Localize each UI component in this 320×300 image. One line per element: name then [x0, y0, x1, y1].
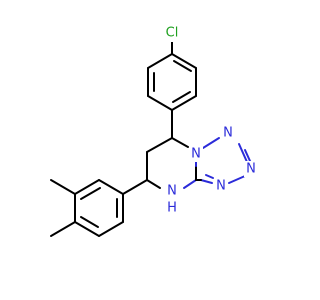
double-bond-inner: [172, 91, 191, 103]
label-bg: [161, 184, 183, 216]
double-bond-inner: [80, 187, 101, 200]
label-bg: [244, 161, 258, 177]
bond: [147, 53, 173, 69]
chlorine-atom-label: Cl: [166, 26, 179, 41]
bond-c5-nh: [146, 179, 161, 189]
double-bond-inner: [205, 174, 214, 179]
tetrazole-ring: [195, 137, 251, 184]
bond-nh-c: [183, 179, 197, 189]
hydrogen-atom-label: H: [167, 201, 177, 216]
bond: [171, 53, 197, 69]
bond-n-n: [238, 143, 248, 163]
atom-labels: Cl N N N N N H: [160, 26, 258, 216]
label-bg: [189, 146, 203, 162]
methyl-bond: [50, 221, 76, 237]
bond-n-c: [200, 179, 213, 184]
double-bond-inner: [80, 216, 99, 228]
chlorophenyl-ring: [147, 39, 197, 111]
chemical-structure-diagram: Cl N N N N N H: [50, 25, 258, 237]
double-bond-inner: [173, 60, 192, 72]
label-bg: [221, 125, 235, 141]
bond-c7-c6: [146, 137, 173, 153]
bond-n-n: [202, 137, 220, 149]
tetrahydropyrimidine-ring: [146, 137, 197, 189]
nitrogen-atom-label-nh: N: [167, 184, 177, 199]
bond: [171, 95, 197, 111]
label-bg: [160, 26, 185, 42]
nitrogen-atom-label-n3: N: [246, 162, 256, 177]
bond-c5-aryl: [122, 179, 148, 195]
nitrogen-atom-label-n2: N: [223, 126, 233, 141]
methyl-bond: [50, 179, 76, 195]
bond-c7-n: [171, 137, 189, 148]
nitrogen-atom-label-n4: N: [216, 179, 226, 194]
molecule-canvas: Cl N N N N N H: [50, 25, 258, 237]
bond: [74, 179, 100, 195]
bond: [98, 179, 124, 195]
dimethylphenyl-ring: [50, 179, 148, 237]
bond: [98, 221, 124, 237]
nitrogen-atom-label-n1: N: [191, 147, 201, 162]
bond: [74, 221, 100, 237]
double-bond-inner: [244, 149, 251, 162]
label-bg: [214, 178, 228, 194]
bond-n-n: [228, 175, 246, 184]
bond: [147, 95, 173, 111]
